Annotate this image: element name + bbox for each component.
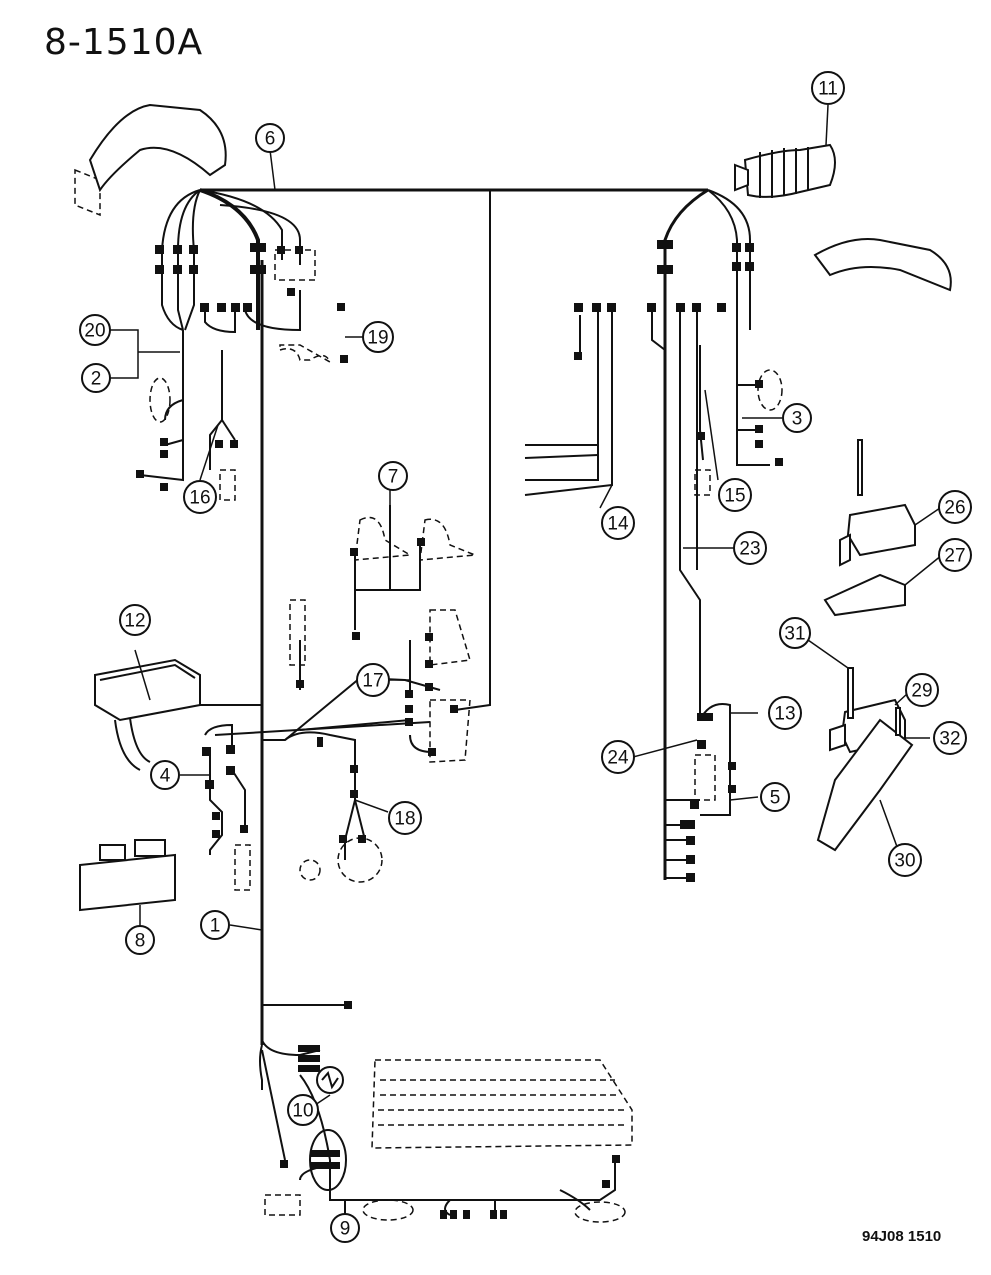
callout-label: 4	[160, 766, 171, 787]
callout-3	[782, 403, 812, 433]
callout-label: 32	[939, 729, 960, 750]
callout-15	[718, 478, 752, 512]
callout-label: 10	[292, 1101, 313, 1122]
callout-2	[81, 363, 111, 393]
callout-11	[811, 71, 845, 105]
callout-6	[255, 123, 285, 153]
callout-13	[768, 696, 802, 730]
callout-1	[200, 910, 230, 940]
callout-17	[356, 663, 390, 697]
harness-wires	[139, 188, 770, 1216]
callout-30	[888, 843, 922, 877]
callout-label: 15	[724, 486, 745, 507]
callout-5	[760, 782, 790, 812]
callout-labels: 6 11 20 2 19 3 7 16 14 15 26 23 27 12 31…	[84, 79, 965, 1240]
callout-label: 12	[124, 611, 145, 632]
callout-bubbles	[79, 71, 972, 1243]
callout-label: 8	[135, 931, 146, 952]
callout-label: 16	[189, 488, 210, 509]
callout-label: 17	[362, 671, 383, 692]
callout-label: 3	[792, 409, 803, 430]
callout-label: 20	[84, 321, 105, 342]
callout-19	[362, 321, 394, 353]
callout-27	[938, 538, 972, 572]
component-drawings	[79, 103, 952, 1191]
callout-label: 18	[394, 809, 415, 830]
callout-label: 9	[340, 1219, 351, 1240]
callout-label: 5	[770, 788, 781, 809]
callout-label: 19	[367, 328, 388, 349]
callout-9	[330, 1213, 360, 1243]
callout-20	[79, 314, 111, 346]
callout-7	[378, 461, 408, 491]
connectors	[136, 240, 783, 1219]
callout-label: 26	[944, 498, 965, 519]
callout-label: 14	[607, 514, 629, 535]
callout-12	[119, 604, 151, 636]
callout-29	[905, 673, 939, 707]
callout-label: 1	[210, 916, 221, 937]
callout-leaders	[110, 104, 943, 1225]
callout-label: 23	[739, 539, 760, 560]
callout-10	[287, 1094, 319, 1126]
callout-16	[183, 480, 217, 514]
callout-4	[150, 760, 180, 790]
callout-label: 11	[818, 79, 838, 100]
callout-24	[601, 740, 635, 774]
callout-label: 30	[894, 851, 915, 872]
callout-8	[125, 925, 155, 955]
callout-label: 13	[774, 704, 795, 725]
drawing-code: 94J08 1510	[862, 1228, 942, 1245]
callout-label: 31	[784, 624, 805, 645]
callout-label: 2	[91, 369, 102, 390]
callout-18	[388, 801, 422, 835]
callout-label: 27	[944, 546, 965, 567]
callout-26	[938, 490, 972, 524]
component-outlines	[74, 168, 783, 1223]
callout-label: 7	[388, 467, 399, 488]
callout-31	[779, 617, 811, 649]
callout-label: 24	[607, 748, 629, 769]
diagram-title: 8-1510A	[44, 22, 204, 63]
callout-23	[733, 531, 767, 565]
callout-label: 6	[265, 129, 276, 150]
callout-label: 29	[911, 681, 932, 702]
callout-32	[933, 721, 967, 755]
callout-14	[601, 506, 635, 540]
